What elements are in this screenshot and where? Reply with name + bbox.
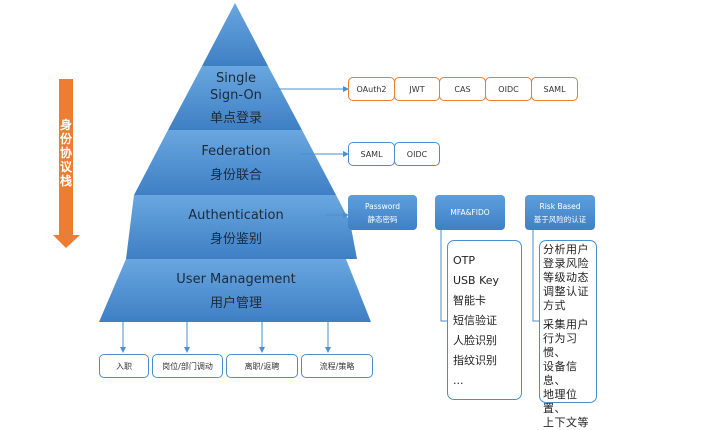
- mfa-item: OTP: [453, 254, 476, 267]
- risk-line: 等级动态: [543, 271, 589, 284]
- pyramid-layer-user-management: [99, 259, 371, 322]
- risk-line: 地理位置、: [543, 388, 578, 415]
- risk-para-1: 分析用户 登录风险 等级动态 调整认证 方式: [543, 243, 596, 313]
- auth-method-password: Password 静态密码: [348, 195, 417, 230]
- sso-en-line2: Sign-On: [210, 88, 262, 103]
- sso-protocol-jwt: JWT: [394, 77, 440, 101]
- bracket-risk: [532, 228, 539, 322]
- sso-en-line1: Single: [216, 71, 256, 86]
- sso-protocol-oauth2: OAuth2: [348, 77, 395, 101]
- auth-method-risk-based: Risk Based 基于风险的认证: [525, 195, 595, 230]
- risk-line: 行为习惯、: [543, 332, 578, 359]
- stack-label: 身份协议栈: [59, 118, 72, 188]
- stack-arrow: [53, 79, 80, 248]
- risk-line: 方式: [543, 299, 566, 312]
- risk-description-box: 分析用户 登录风险 等级动态 调整认证 方式 采集用户 行为习惯、 设备信息、 …: [539, 240, 597, 429]
- pyramid-layer-authentication: [126, 195, 357, 259]
- layer-authentication-label: Authentication 身份鉴别: [120, 207, 352, 248]
- auth-method-mfa-fido: MFA&FIDO: [435, 195, 505, 230]
- authentication-en: Authentication: [188, 208, 284, 223]
- federation-protocol-oidc: OIDC: [394, 142, 440, 166]
- user-mgmt-onboarding: 入职: [99, 354, 149, 378]
- user-management-en: User Management: [176, 272, 296, 287]
- risk-line: 调整认证: [543, 285, 589, 298]
- mfa-methods-list: OTP USB Key 智能卡 短信验证 人脸识别 指纹识别 ...: [447, 240, 522, 400]
- risk-para-2: 采集用户 行为习惯、 设备信息、 地理位置、 上下文等: [543, 318, 596, 430]
- user-management-cn: 用户管理: [209, 296, 262, 311]
- user-mgmt-process-policy: 流程/策略: [301, 354, 373, 378]
- risk-line: 设备信息、: [543, 360, 578, 387]
- diagram-canvas: [53, 3, 539, 353]
- layer-sso-label: Single Sign-On 单点登录: [120, 70, 352, 127]
- mfa-fido-label: MFA&FIDO: [450, 208, 490, 217]
- federation-protocol-saml: SAML: [348, 142, 395, 166]
- mfa-item: ...: [453, 374, 464, 387]
- pyramid-apex: [202, 3, 268, 66]
- user-mgmt-offboarding: 离职/返聘: [226, 354, 298, 378]
- mfa-item: 智能卡: [453, 294, 486, 307]
- risk-based-en: Risk Based: [539, 201, 581, 211]
- password-cn: 静态密码: [367, 214, 398, 224]
- bracket-mfa: [440, 228, 447, 322]
- layer-user-management-label: User Management 用户管理: [120, 271, 352, 312]
- risk-line: 上下文等: [543, 416, 589, 429]
- mfa-item: USB Key: [453, 274, 500, 287]
- risk-based-cn: 基于风险的认证: [533, 214, 587, 224]
- risk-line: 采集用户: [543, 318, 589, 331]
- layer-federation-label: Federation 身份联合: [120, 143, 352, 184]
- risk-line: 登录风险: [543, 257, 589, 270]
- federation-cn: 身份联合: [209, 168, 262, 183]
- user-mgmt-transfer: 岗位/部门调动: [152, 354, 223, 378]
- sso-cn: 单点登录: [209, 111, 262, 126]
- pyramid-layer-federation: [134, 130, 336, 195]
- sso-protocol-cas: CAS: [439, 77, 486, 101]
- federation-en: Federation: [201, 144, 271, 159]
- pyramid-layer-sso: [168, 66, 302, 130]
- mfa-item: 指纹识别: [453, 354, 497, 367]
- sso-protocol-oidc: OIDC: [485, 77, 532, 101]
- mfa-item: 人脸识别: [453, 334, 497, 347]
- sso-protocol-saml: SAML: [531, 77, 578, 101]
- password-en: Password: [364, 201, 401, 211]
- mfa-item: 短信验证: [453, 314, 497, 327]
- risk-line: 分析用户: [543, 243, 589, 256]
- authentication-cn: 身份鉴别: [209, 232, 262, 247]
